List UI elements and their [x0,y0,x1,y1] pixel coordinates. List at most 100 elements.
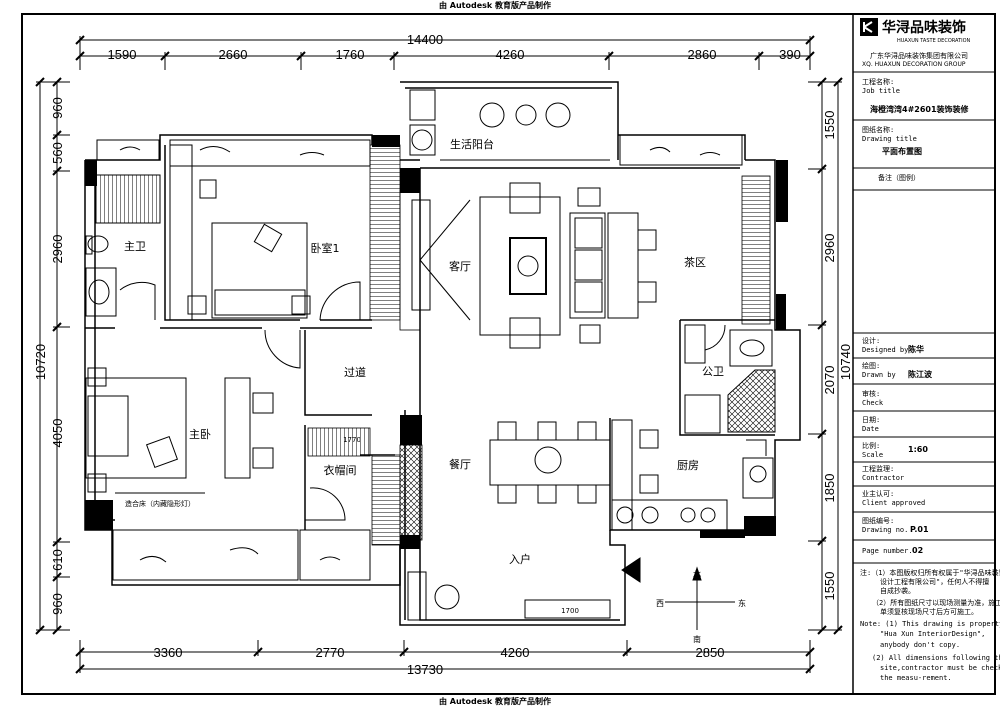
dim-right-seg: 2070 [822,366,837,395]
compass-icon [665,566,735,630]
label-closet: 衣帽间 [324,463,357,477]
company-name-cn: 广东华浔品味装饰集团有限公司 [870,51,968,60]
dim-right-seg: 2960 [822,234,837,263]
drawn-value: 陈江波 [908,369,933,379]
label-balcony: 生活阳台 [450,137,494,151]
scale-label-en: Scale [862,451,883,459]
title-block: 华浔品味装饰 HUAXUN TASTE DECORATION 广东华浔品味装饰集… [853,18,1000,682]
drawing-label-en: Drawing title [862,135,917,143]
dim-right-seg: 1550 [822,111,837,140]
label-living: 客厅 [449,259,471,273]
drawing-no-label-cn: 图纸编号: [862,516,894,525]
dim-top-seg: 4260 [496,47,525,62]
client-label-en: Client approved [862,499,925,507]
date-label-en: Date [862,425,879,433]
note-cn-2: 设计工程有限公司"，任何人不得擅 [880,577,989,586]
check-label-cn: 审核: [862,389,880,398]
dim-bottom-seg: 2850 [696,645,725,660]
note-cn-4: （2）所有图纸尺寸以现场测量为准，施工 [872,598,1000,607]
scale-value: 1:60 [908,445,928,454]
label-tea: 茶区 [684,256,706,269]
dimension-bottom [75,640,815,674]
label-corridor: 过道 [344,365,366,379]
dim-left-seg: 960 [50,593,65,615]
dimension-right [808,77,843,635]
dining-furniture [489,421,611,504]
dim-left-total: 10720 [33,344,48,380]
note-cn-1: 注:（1）本图版权归所有权属于"华浔品味装饰 [860,568,1000,577]
dim-left-seg: 610 [50,549,65,571]
label-dining: 餐厅 [449,457,471,471]
client-label-cn: 业主认可: [862,489,894,498]
dim-bottom-seg: 3360 [154,645,183,660]
master-bed-furniture [85,329,301,494]
page-label: Page number. [862,547,913,555]
dim-top-seg: 2660 [219,47,248,62]
remark-label: 备注（图例） [878,173,920,182]
dim-top-total: 14400 [407,32,443,47]
living-furniture [411,182,657,349]
company-name-en: XQ. HUAXUN DECORATION GROUP [862,61,966,68]
dim-right-seg: 1550 [822,572,837,601]
label-bed-note: 造合床（内藏隐形灯） [125,499,195,508]
company-logo-icon [860,18,878,36]
compass-south: 南 [693,634,701,644]
dim-top-seg: 390 [779,47,801,62]
dim-top-seg: 1760 [336,47,365,62]
room-labels: 生活阳台 客厅 茶区 主卫 卧室1 过道 主卧 衣帽间 餐厅 厨房 公卫 入户 … [124,137,724,615]
note-en-1: Note: (1) This drawing is property of [860,620,1000,628]
wall-columns [85,135,788,549]
label-master-bath: 主卫 [124,240,146,253]
dimension-left [35,77,70,635]
master-bath-fixtures [85,174,161,320]
label-closet-dim: 1770 [343,436,361,444]
drawing-no-label-en: Drawing no. [862,526,908,534]
drawing-label-cn: 图纸名称: [862,125,894,134]
drawn-label-cn: 绘图: [862,361,880,370]
note-cn-3: 自成抄袭。 [880,586,915,595]
dim-top-seg: 1590 [108,47,137,62]
page-value: 02 [912,546,923,555]
drawn-label-en: Drawn by [862,371,896,379]
label-entry: 入户 [509,552,531,566]
label-public-bath: 公卫 [702,365,724,378]
dim-left-seg: 4050 [50,419,65,448]
label-cab-dim: 1700 [561,607,579,615]
compass-east: 东 [738,598,746,608]
closet-door [305,487,346,521]
dim-left-seg: 2960 [50,235,65,264]
dim-right-total: 10740 [838,344,853,380]
dim-left-seg: 960 [50,97,65,119]
note-en-2: "Hua Xun InteriorDesign", [880,630,985,638]
header-strip: 由 Autodesk 教育版产品制作 [439,0,551,10]
note-en-3: anybody don't copy. [880,641,960,649]
bedroom1-furniture [169,144,361,321]
job-value: 海橙湾湾4#2601装饰装修 [870,104,970,114]
note-en-5: site,contractor must be check [880,664,1000,672]
design-label-cn: 设计: [862,336,880,345]
dim-left-seg: 560 [50,142,65,164]
drawing-frame [21,13,996,695]
dim-bottom-seg: 4260 [501,645,530,660]
drawing-no-value: P.01 [910,525,929,534]
design-label-en: Designed by [862,346,908,354]
entry-furniture [407,557,641,621]
drawing-value: 平面布置图 [882,146,922,156]
check-label-en: Check [862,399,884,407]
compass-west: 西 [656,599,664,608]
scale-label-cn: 比例: [862,441,880,450]
note-en-4: (2) All dimensions following the [872,654,1000,662]
dim-bottom-seg: 2770 [316,645,345,660]
window-sills [96,134,743,581]
job-label-cn: 工程名称: [862,77,894,86]
hatched-walls [307,144,771,546]
kitchen-fixtures [611,419,774,531]
balcony-furniture [409,89,610,161]
dim-top-seg: 2860 [688,47,717,62]
label-kitchen: 厨房 [677,459,699,472]
job-label-en: Job title [862,87,900,95]
company-logo-en: HUAXUN TASTE DECORATION [897,38,971,44]
contractor-label-cn: 工程监理: [862,464,894,473]
date-label-cn: 日期: [862,416,880,424]
